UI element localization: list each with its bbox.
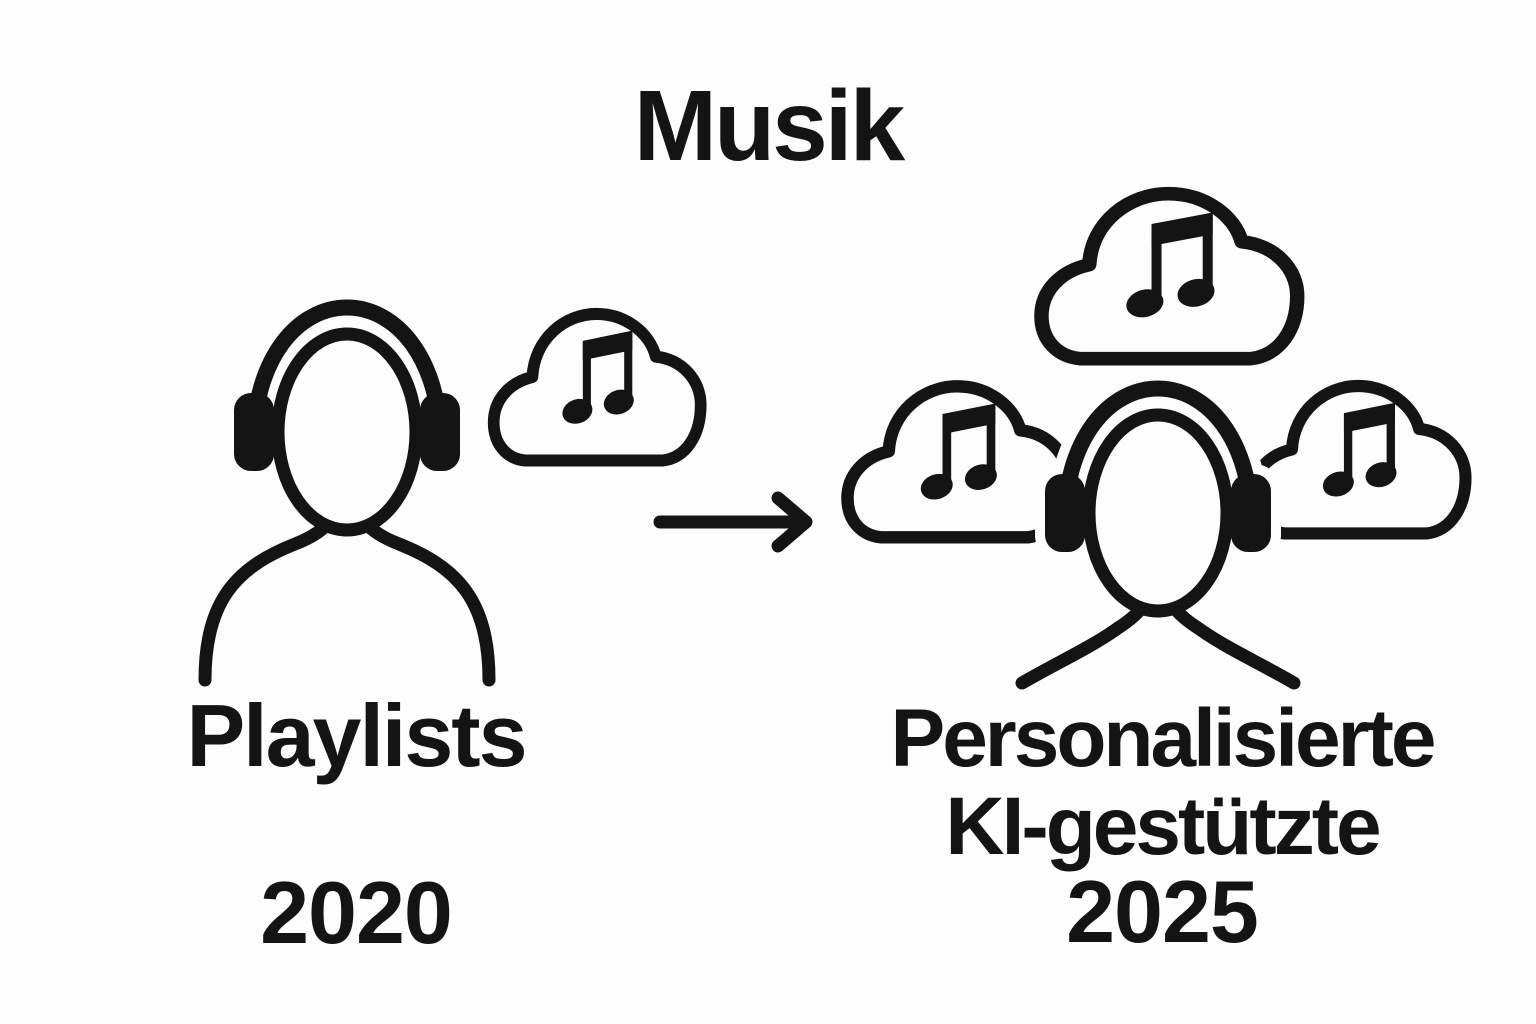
label-year-2020: 2020 (260, 863, 453, 962)
label-ki-gestuetzte: KI-gestützte (945, 781, 1381, 872)
label-playlists: Playlists (186, 686, 527, 785)
music-cloud-icon (482, 300, 707, 467)
arrow-right-icon (652, 485, 827, 560)
label-personalisierte: Personalisierte (890, 693, 1437, 784)
label-year-2025: 2025 (1066, 862, 1259, 961)
page-title: Musik (633, 70, 905, 182)
music-cloud-icon-top (1027, 178, 1305, 366)
person-headphones-icon (1008, 351, 1308, 691)
person-headphones-icon (197, 270, 497, 690)
